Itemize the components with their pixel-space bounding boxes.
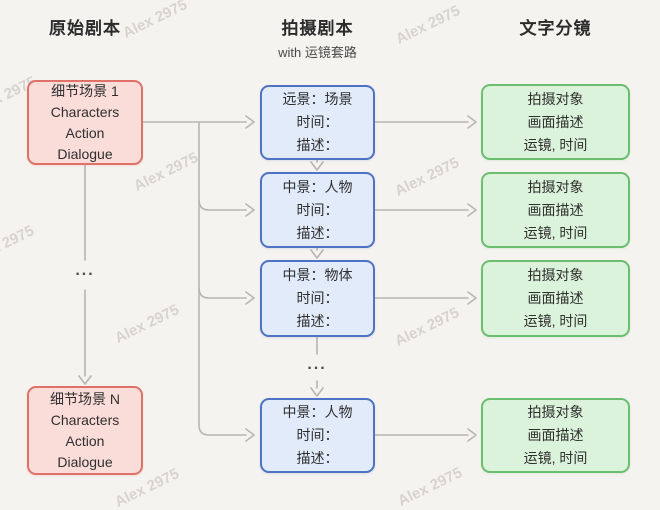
box-line: 拍摄对象 (527, 404, 584, 420)
ellipsis-middle-column: ... (307, 356, 327, 373)
column-subheader-camera-moves: with 运镜套路 (278, 45, 357, 60)
scene-box-detail-n: 细节场景 N Characters Action Dialogue (27, 386, 143, 475)
box-line: Characters (50, 103, 120, 120)
arrowhead (245, 428, 255, 442)
box-line: 拍摄对象 (527, 267, 584, 283)
box-line: 描述： (296, 313, 339, 329)
box-line: 画面描述 (527, 290, 584, 306)
box-line: 中景：人物 (282, 178, 353, 195)
box-line: 拍摄对象 (527, 178, 584, 195)
arrow-branch-to-mid-2 (198, 199, 247, 211)
storyboard-box-1: 拍摄对象 画面描述 运镜, 时间 (481, 84, 630, 160)
scene-box-detail-1: 细节场景 1 Characters Action Dialogue (27, 80, 143, 165)
box-line: Action (65, 124, 105, 141)
box-line: Dialogue (57, 453, 113, 470)
box-line: 拍摄对象 (527, 90, 584, 107)
box-line: 细节场景 N (50, 390, 120, 407)
box-line: 时间： (296, 201, 339, 218)
box-line: 中景：物体 (282, 267, 353, 283)
box-line: 画面描述 (527, 113, 584, 130)
box-line: 细节场景 1 (51, 82, 119, 99)
box-line: 远景：场景 (282, 91, 353, 107)
column-header-original-script: 原始剧本 (49, 19, 121, 38)
box-line: 运镜, 时间 (523, 224, 588, 241)
arrowhead (467, 115, 477, 129)
arrow-branch-to-mid-3 (198, 287, 247, 299)
arrow-trunk-to-mid-4 (198, 121, 247, 436)
arrowhead (310, 161, 324, 171)
arrowhead (245, 115, 255, 129)
box-line: 画面描述 (527, 427, 584, 443)
arrowhead (467, 428, 477, 442)
shot-box-medium-object: 中景：物体 时间： 描述： (260, 260, 375, 337)
storyboard-box-2: 拍摄对象 画面描述 运镜, 时间 (481, 172, 630, 248)
arrowhead (310, 249, 324, 259)
shot-box-medium-person-1: 中景：人物 时间： 描述： (260, 172, 375, 248)
column-header-shooting-script: 拍摄剧本 (281, 19, 354, 38)
box-line: 时间： (296, 114, 339, 130)
storyboard-box-3: 拍摄对象 画面描述 运镜, 时间 (481, 260, 630, 337)
box-line: 运镜, 时间 (523, 450, 588, 466)
shot-box-wide-scene: 远景：场景 时间： 描述： (260, 85, 375, 160)
box-line: 描述： (296, 137, 339, 153)
storyboard-box-4: 拍摄对象 画面描述 运镜, 时间 (481, 398, 630, 473)
arrowhead (245, 291, 255, 305)
arrowhead (245, 203, 255, 217)
box-line: Characters (50, 411, 120, 428)
arrowhead (467, 291, 477, 305)
box-line: 运镜, 时间 (523, 136, 588, 153)
box-line: 中景：人物 (282, 404, 353, 420)
arrowhead (467, 203, 477, 217)
arrowhead (78, 375, 92, 385)
column-header-text-storyboard: 文字分镜 (519, 19, 592, 38)
box-line: 描述： (296, 224, 339, 241)
box-line: Dialogue (57, 145, 113, 162)
box-line: 时间： (296, 427, 339, 443)
arrowhead (310, 387, 324, 397)
box-line: 画面描述 (527, 201, 584, 218)
box-line: 运镜, 时间 (523, 313, 588, 329)
shot-box-medium-person-2: 中景：人物 时间： 描述： (260, 398, 375, 473)
box-line: 时间： (296, 290, 339, 306)
box-line: Action (65, 432, 105, 449)
box-line: 描述： (296, 450, 339, 466)
ellipsis-left-column: ... (75, 262, 95, 279)
